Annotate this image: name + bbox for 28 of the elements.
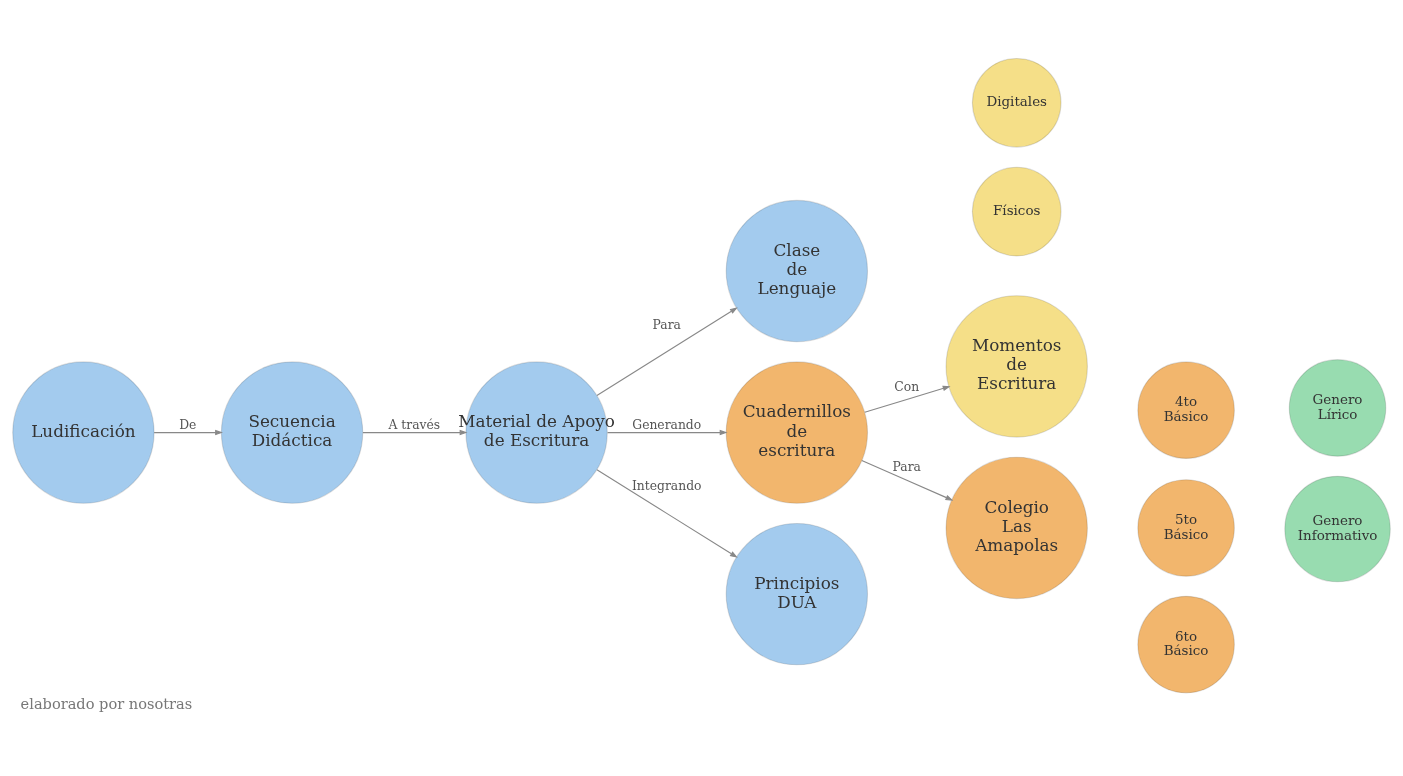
node-circle: Momentos de Escritura [945, 295, 1088, 438]
node-circle: Genero Lírico [1288, 359, 1387, 457]
node-circle: Genero Informativo [1284, 475, 1391, 583]
node-circle: Secuencia Didáctica [220, 361, 364, 504]
arrow [362, 429, 468, 436]
edge-label: A través [388, 418, 441, 432]
arrow [596, 307, 738, 397]
node-circle: 4to Básico [1137, 361, 1235, 459]
node-circle: Digitales [971, 57, 1062, 148]
node-circle: 6to Básico [1137, 595, 1235, 694]
edge-label: Para [892, 459, 921, 474]
node-circle: Físicos [971, 166, 1062, 257]
node-circle: 5to Básico [1137, 479, 1235, 577]
arrow [153, 429, 223, 436]
edge-label: Con [894, 379, 920, 394]
node-circle: Cuadernillos de escritura [725, 361, 869, 504]
node-circle: Clase de Lenguaje [725, 199, 869, 343]
edge-label: Para [652, 318, 681, 333]
edge-label: Integrando [632, 478, 702, 493]
edge-label: De [179, 418, 197, 432]
node-circle: Principios DUA [725, 522, 869, 666]
node-circle: Ludificación [12, 361, 155, 504]
arrow [596, 469, 738, 558]
arrow [864, 385, 951, 413]
edge-label: Generando [632, 418, 702, 432]
arrow [607, 429, 728, 436]
arrow [861, 460, 954, 501]
caption: elaborado por nosotras [20, 694, 193, 712]
